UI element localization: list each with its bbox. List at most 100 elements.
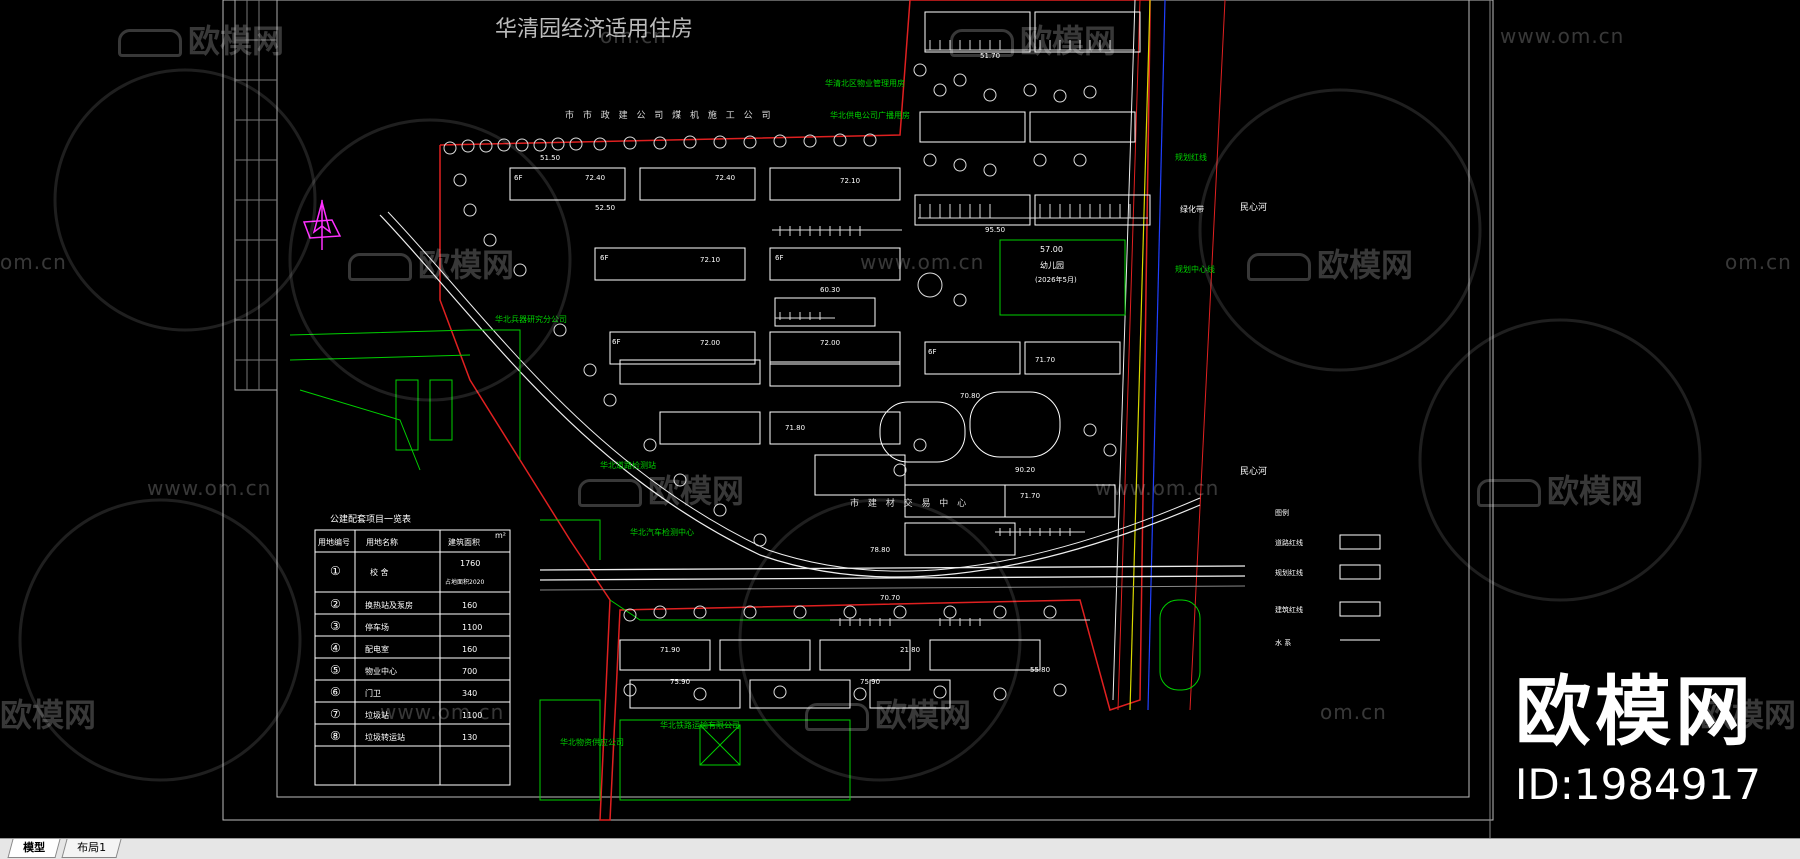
watermark-logo-icon — [1477, 479, 1541, 507]
svg-text:72.40: 72.40 — [585, 174, 605, 182]
svg-text:③: ③ — [330, 619, 341, 633]
watermark-logo-icon — [805, 703, 869, 731]
svg-text:6F: 6F — [928, 348, 936, 356]
svg-text:华北汽车检测中心: 华北汽车检测中心 — [630, 527, 694, 537]
watermark-brand: 欧模网 — [1700, 696, 1797, 734]
svg-text:绿化带: 绿化带 — [1180, 204, 1204, 214]
svg-text:校 舍: 校 舍 — [370, 567, 389, 577]
svg-text:规划中心线: 规划中心线 — [1175, 264, 1215, 274]
watermark-brand: 欧模网 — [1477, 466, 1643, 512]
svg-text:75.90: 75.90 — [860, 678, 880, 686]
watermark-logo-icon — [950, 29, 1014, 57]
svg-text:停车场: 停车场 — [365, 622, 389, 632]
svg-text:华北道路检测站: 华北道路检测站 — [600, 460, 656, 470]
green-labels: 华清北区物业管理用房 华北供电公司广播用房 华北兵器研究分公司 华北道路检测站 … — [495, 78, 1215, 747]
table-rows: ① 校 舍 1760 占地面积2020 ② 换热站及泵房 160 ③ 停车场 1… — [330, 559, 484, 743]
svg-text:⑧: ⑧ — [330, 729, 341, 743]
watermark-url: om.cn — [0, 250, 67, 274]
watermark-brand: 欧模网 — [348, 240, 514, 286]
cad-drawing: 华清园经济适用住房 市 市 政 建 公 司 煤 机 施 工 公 司 市 建 材 … — [18, 0, 1702, 838]
watermark-logo-icon — [348, 253, 412, 281]
svg-text:72.00: 72.00 — [820, 339, 840, 347]
svg-text:71.70: 71.70 — [1035, 356, 1055, 364]
title-strip — [234, 0, 278, 391]
svg-text:71.90: 71.90 — [660, 646, 680, 654]
site-boundary — [439, 0, 1151, 821]
drawing-title: 华清园经济适用住房 — [495, 17, 693, 42]
watermark-url: om.cn — [1725, 250, 1792, 274]
svg-text:换热站及泵房: 换热站及泵房 — [365, 600, 413, 610]
svg-text:6F: 6F — [600, 254, 608, 262]
svg-text:1100: 1100 — [462, 623, 482, 632]
svg-text:130: 130 — [462, 733, 477, 742]
svg-text:华清北区物业管理用房: 华清北区物业管理用房 — [825, 78, 905, 88]
svg-text:75.90: 75.90 — [670, 678, 690, 686]
watermark-url: www.om.cn — [1500, 24, 1625, 48]
north-arrow-icon — [302, 199, 342, 250]
svg-text:700: 700 — [462, 667, 477, 676]
svg-text:华北供电公司广播用房: 华北供电公司广播用房 — [830, 110, 910, 120]
svg-text:1760: 1760 — [460, 559, 480, 568]
svg-text:51.70: 51.70 — [980, 52, 1000, 60]
legend-boxes — [1339, 534, 1381, 641]
green-roads — [289, 329, 1201, 801]
dimension-labels: 51.50 72.40 72.40 72.10 52.50 72.10 60.30 72.… — [540, 52, 1055, 686]
svg-text:门卫: 门卫 — [365, 688, 381, 698]
building-hatches — [772, 40, 1148, 626]
plaza-label: 幼儿园 — [1040, 260, 1064, 270]
svg-text:51.50: 51.50 — [540, 154, 560, 162]
svg-text:6F: 6F — [775, 254, 783, 262]
svg-text:72.10: 72.10 — [840, 177, 860, 185]
brand-name: 欧模网 — [1515, 667, 1755, 756]
svg-text:70.80: 70.80 — [960, 392, 980, 400]
svg-text:物业中心: 物业中心 — [365, 666, 397, 676]
watermark-brand: 欧模网 — [805, 690, 971, 736]
svg-text:95.50: 95.50 — [985, 226, 1005, 234]
svg-text:建筑红线: 建筑红线 — [1275, 605, 1303, 614]
svg-text:160: 160 — [462, 645, 477, 654]
svg-text:垃圾站: 垃圾站 — [365, 710, 389, 720]
buildings — [509, 11, 1151, 709]
watermark-logo-icon — [578, 479, 642, 507]
brand-id: ID:1984917 — [1515, 760, 1761, 809]
table-title: 公建配套项目一览表 — [330, 513, 411, 525]
svg-text:160: 160 — [462, 601, 477, 610]
svg-text:华北物资供应公司: 华北物资供应公司 — [560, 737, 624, 747]
svg-text:建筑面积: 建筑面积 — [448, 537, 480, 547]
svg-text:60.30: 60.30 — [820, 286, 840, 294]
plaza — [999, 239, 1126, 316]
legend-labels: 图例 道路红线 规划红线 建筑红线 水 系 — [1275, 508, 1303, 647]
outer-frame — [222, 0, 1494, 821]
svg-text:71.80: 71.80 — [785, 424, 805, 432]
svg-text:配电室: 配电室 — [365, 644, 389, 654]
tab-model[interactable]: 模型 — [7, 839, 61, 858]
svg-text:78.80: 78.80 — [870, 546, 890, 554]
watermark-url: www.om.cn — [860, 250, 985, 274]
svg-text:72.40: 72.40 — [715, 174, 735, 182]
river-label: 民心河 — [1240, 201, 1267, 213]
svg-text:水 系: 水 系 — [1275, 638, 1291, 647]
floor-marks: 6F 6F 6F 6F 6F — [514, 174, 936, 356]
cad-model-space[interactable]: 华清园经济适用住房 市 市 政 建 公 司 煤 机 施 工 公 司 市 建 材 … — [0, 0, 1800, 838]
watermark-logo-icon — [1247, 253, 1311, 281]
svg-text:规划红线: 规划红线 — [1275, 568, 1303, 577]
svg-text:图例: 图例 — [1275, 508, 1289, 517]
title-strip-lines — [235, 0, 277, 390]
tab-layout1[interactable]: 布局1 — [61, 839, 122, 858]
svg-text:⑥: ⑥ — [330, 685, 341, 699]
svg-text:用地编号: 用地编号 — [318, 537, 350, 547]
railway-curve — [379, 214, 1201, 578]
brand-overlay: 欧模网 ID:1984917 — [1515, 672, 1761, 810]
svg-text:72.10: 72.10 — [700, 256, 720, 264]
svg-text:(2026年5月): (2026年5月) — [1035, 275, 1077, 284]
svg-text:52.50: 52.50 — [595, 204, 615, 212]
watermark-url: www.om.cn — [380, 700, 505, 724]
svg-text:72.00: 72.00 — [700, 339, 720, 347]
facility-table — [314, 529, 511, 786]
watermark-logo-icon — [118, 29, 182, 57]
watermark-circles — [18, 68, 1702, 782]
watermark-brand: 欧模网 — [950, 16, 1116, 62]
svg-text:m²: m² — [495, 531, 506, 540]
watermark-brand: 欧模网 — [118, 16, 284, 62]
table-header: 用地编号 用地名称 建筑面积 m² — [318, 531, 506, 547]
